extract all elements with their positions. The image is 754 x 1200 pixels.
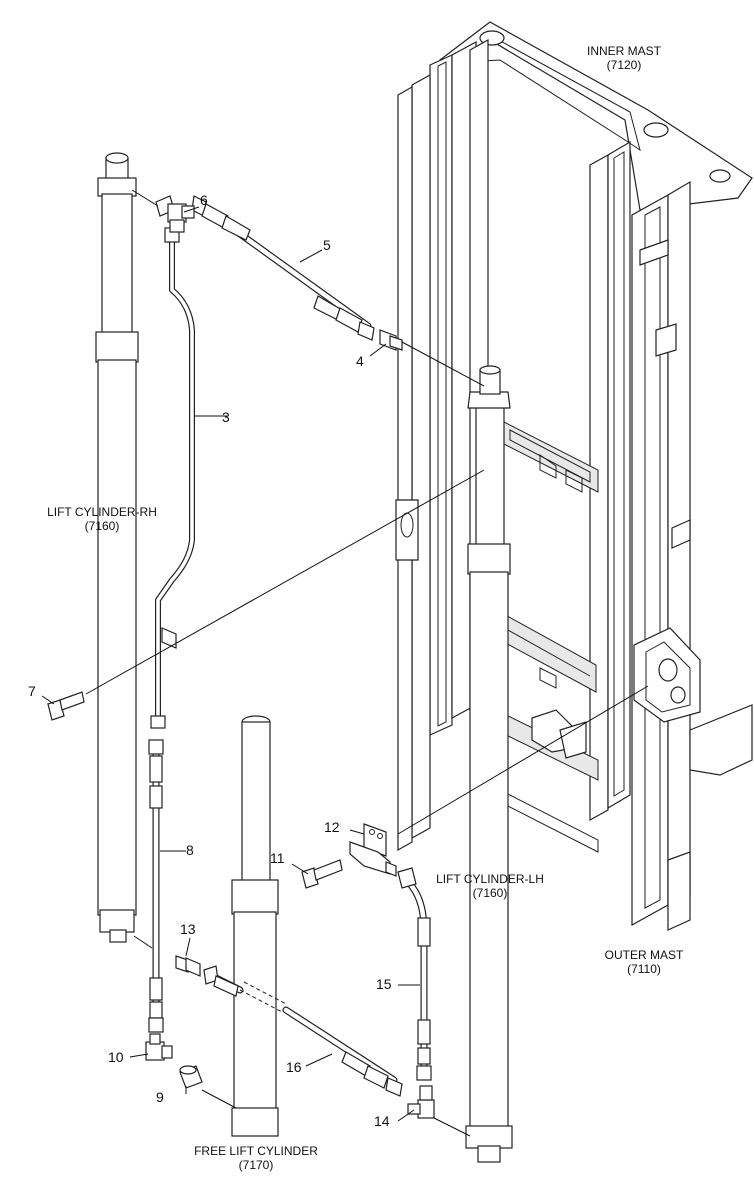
lift-cylinder-rh-code: (7160) [84, 519, 120, 533]
pipe-3 [150, 227, 195, 729]
outer-mast-right-rail [631, 180, 691, 927]
mast-crossmembers [499, 419, 599, 853]
assembly-lines [85, 189, 649, 1137]
callout-14: 14 [374, 1113, 390, 1129]
elbow-fitting-10 [145, 1033, 173, 1061]
lift-cylinder-lh [465, 365, 513, 1163]
callout-12: 12 [324, 819, 340, 835]
hose-16 [203, 965, 403, 1097]
outer-mast-name: OUTER MAST [604, 948, 684, 962]
inner-mast-right-rail [589, 140, 631, 822]
callout-6: 6 [200, 192, 208, 208]
inner-mast-label: INNER MAST (7120) [577, 44, 671, 72]
lift-cylinder-rh-name: LIFT CYLINDER-RH [47, 505, 157, 519]
fitting-9 [179, 1065, 203, 1089]
bracket-12 [349, 823, 397, 877]
lift-cylinder-lh-code: (7160) [472, 886, 508, 900]
lift-cylinder-rh-label: LIFT CYLINDER-RH (7160) [40, 505, 164, 533]
free-lift-cylinder-label: FREE LIFT CYLINDER (7170) [180, 1144, 332, 1172]
mast-side-brackets [395, 239, 691, 561]
inner-mast-code: (7120) [606, 58, 642, 72]
outer-mast-lower-right [667, 704, 753, 931]
callout-3: 3 [222, 409, 230, 425]
hose-5 [191, 195, 375, 341]
bolt-7 [47, 691, 85, 721]
callout-11: 11 [270, 850, 285, 866]
callout-7: 7 [28, 683, 36, 699]
callout-4: 4 [356, 353, 364, 369]
hose-15 [397, 867, 432, 1081]
inner-mast-name: INNER MAST [586, 44, 661, 58]
callout-5: 5 [323, 237, 331, 253]
callout-16: 16 [286, 1059, 302, 1075]
callout-15: 15 [376, 976, 392, 992]
free-lift-cylinder-name: FREE LIFT CYLINDER [194, 1144, 318, 1158]
callout-8: 8 [186, 842, 194, 858]
connector-13 [175, 955, 201, 977]
callout-10: 10 [108, 1049, 124, 1065]
outer-mast-left-rail [397, 73, 431, 852]
free-lift-cylinder-code: (7170) [238, 1158, 274, 1172]
tee-fitting-14 [407, 1085, 435, 1119]
lift-cylinder-rh [95, 152, 139, 943]
callout-9: 9 [156, 1089, 164, 1105]
free-lift-cylinder [231, 715, 279, 1137]
callout-13: 13 [180, 921, 196, 937]
lift-cylinder-lh-name: LIFT CYLINDER-LH [436, 872, 544, 886]
outer-mast-code: (7110) [627, 962, 661, 976]
chain-anchor-bracket [633, 627, 701, 723]
lift-cylinder-lh-label: LIFT CYLINDER-LH (7160) [426, 872, 554, 900]
tee-fitting-6 [155, 195, 195, 233]
hose-8 [148, 739, 164, 1033]
outer-mast-label: OUTER MAST (7110) [592, 948, 696, 976]
callout-leaders [41, 206, 420, 1122]
